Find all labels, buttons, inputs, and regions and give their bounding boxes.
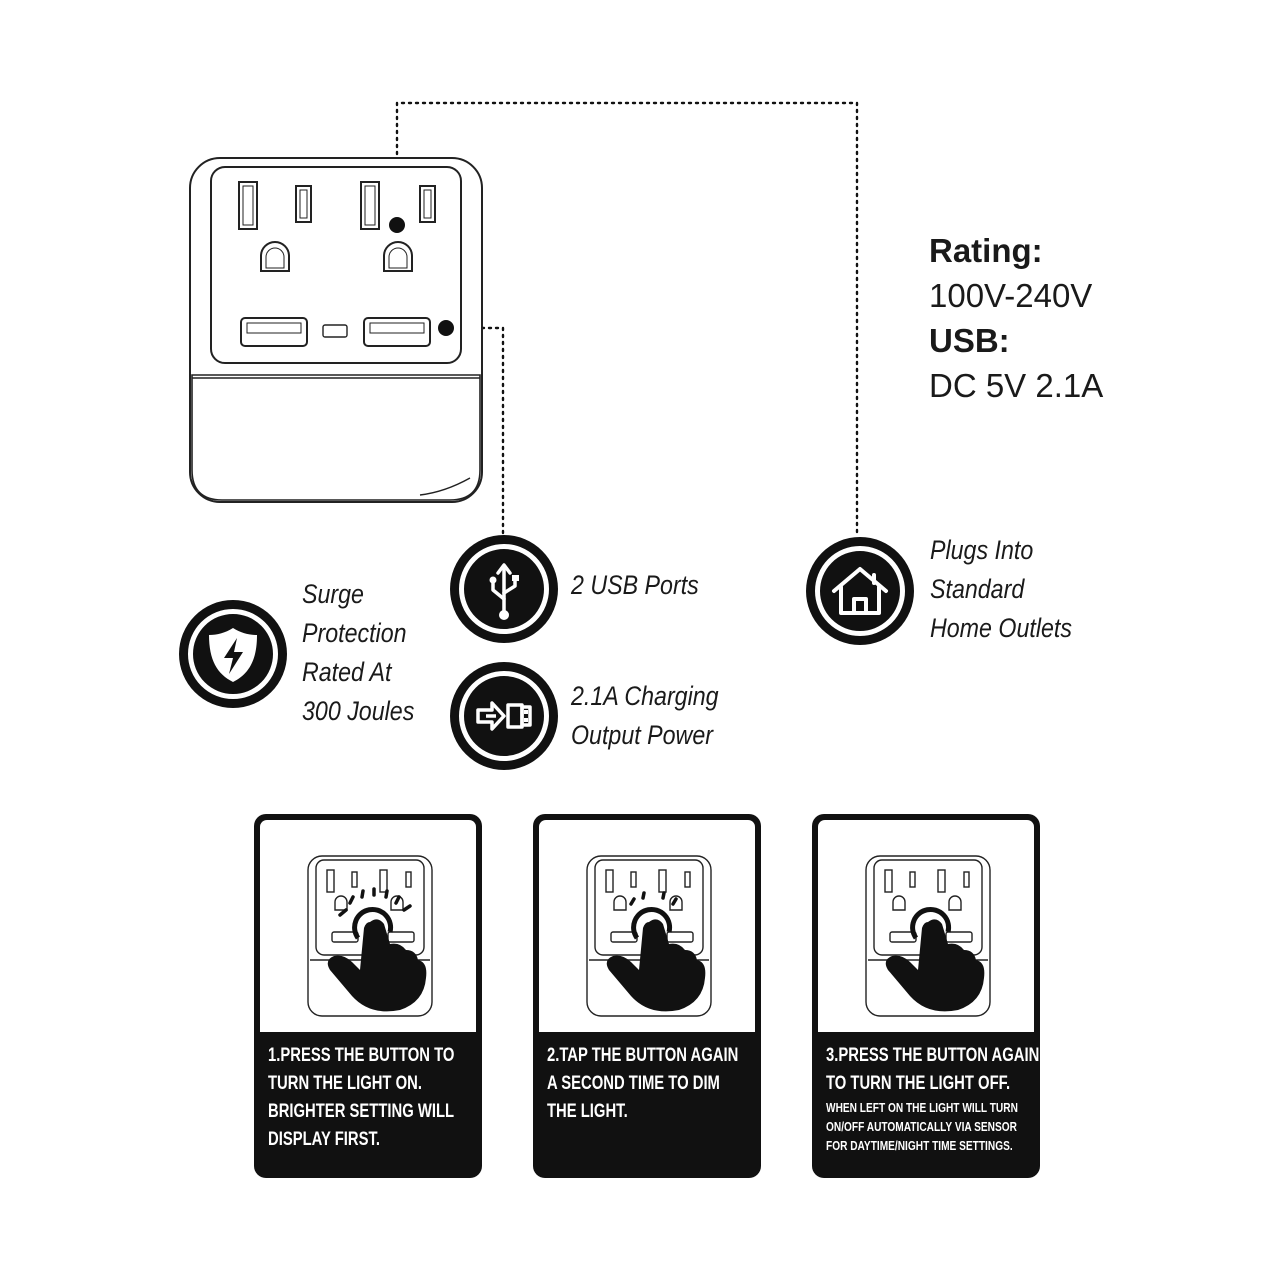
rating-value: 100V-240V bbox=[929, 277, 1093, 314]
step-3-illustration bbox=[865, 855, 991, 1017]
step-2-text: 2.TAP THE BUTTON AGAIN A SECOND TIME TO … bbox=[547, 1045, 739, 1122]
device-illustration bbox=[189, 101, 859, 539]
usb-value: DC 5V 2.1A bbox=[929, 367, 1104, 404]
step-card-3: 3.PRESS THE BUTTON AGAIN, TO TURN THE LI… bbox=[812, 814, 1040, 1178]
outlets-badge bbox=[806, 537, 914, 645]
step-card-2: 2.TAP THE BUTTON AGAIN A SECOND TIME TO … bbox=[533, 814, 761, 1178]
usb-label: USB: bbox=[929, 322, 1010, 359]
leader-lines bbox=[395, 101, 859, 539]
surge-badge bbox=[179, 600, 287, 708]
step-card-1: 1.PRESS THE BUTTON TO TURN THE LIGHT ON.… bbox=[254, 814, 482, 1178]
step-1-text: 1.PRESS THE BUTTON TO TURN THE LIGHT ON.… bbox=[268, 1045, 455, 1150]
usb-ports-label: 2 USB Ports bbox=[571, 570, 699, 600]
night-light-panel bbox=[191, 374, 481, 501]
usb-plug-icon bbox=[476, 701, 532, 731]
spec-block: Rating: 100V-240V USB: DC 5V 2.1A bbox=[929, 228, 1103, 408]
step-3-text: 3.PRESS THE BUTTON AGAIN, TO TURN THE LI… bbox=[826, 1045, 1040, 1153]
surge-label: Surge Protection Rated At 300 Joules bbox=[302, 579, 415, 726]
shield-bolt-icon bbox=[209, 628, 257, 682]
step-1-illustration bbox=[307, 855, 433, 1017]
outlet-right bbox=[360, 181, 436, 272]
outlets-label: Plugs Into Standard Home Outlets bbox=[930, 535, 1072, 643]
rating-label: Rating: bbox=[929, 232, 1043, 269]
step-2-illustration bbox=[586, 855, 712, 1017]
usb-ports bbox=[240, 317, 431, 347]
faceplate bbox=[210, 166, 462, 364]
outlet-left bbox=[238, 181, 312, 272]
charging-label: 2.1A Charging Output Power bbox=[571, 681, 719, 750]
charging-badge bbox=[450, 662, 558, 770]
house-icon bbox=[832, 567, 888, 615]
usb-badge bbox=[450, 535, 558, 643]
usb-icon bbox=[489, 563, 519, 620]
